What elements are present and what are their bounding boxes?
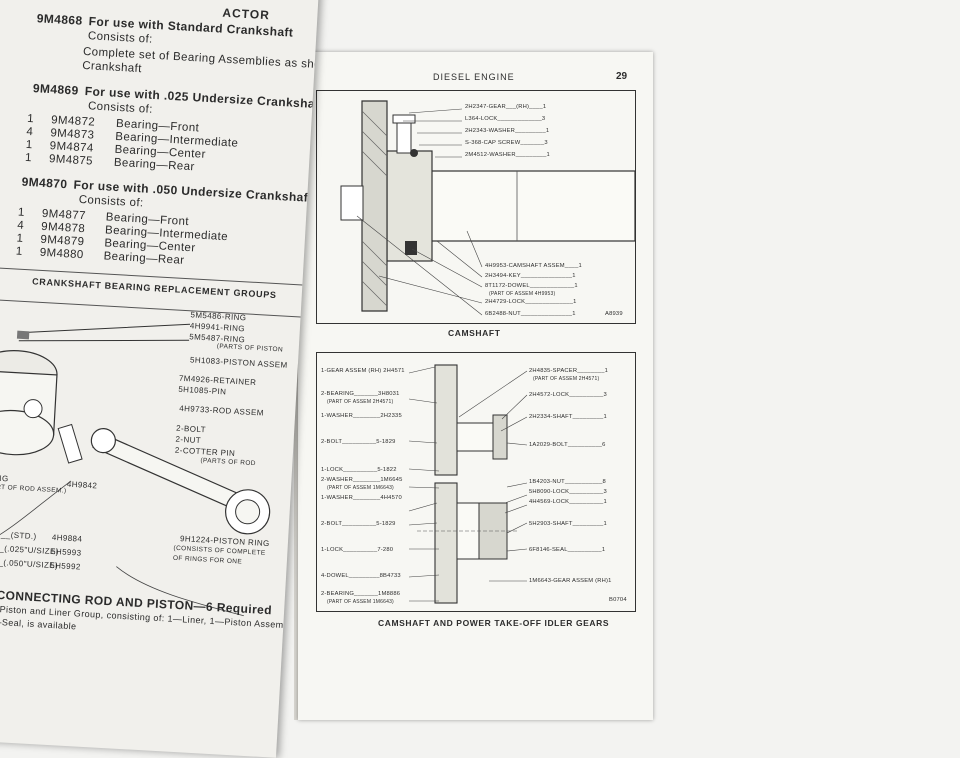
group3-qty-2: 4 [16, 219, 25, 232]
camshaft-label-2: L364-LOCK_____________3 [465, 116, 546, 122]
callout-24: 5H5992 [50, 560, 81, 572]
group2-part-1: 9M4872 [50, 114, 96, 129]
camshaft-label-5: 2M4512-WASHER_________1 [465, 152, 550, 158]
group3-part: 9M4870 [21, 174, 68, 192]
group3-consists: Consists of: [78, 193, 144, 210]
idler-label-l1: 1-GEAR ASSEM (RH) 2H4571 [321, 368, 405, 374]
camshaft-label-7: 2H3494-KEY_______________1 [485, 273, 576, 279]
right-page: DIESEL ENGINE 29 2H2347-GEAR___(RH)____1 [298, 52, 653, 720]
callout-20: 4H9884 [51, 532, 83, 544]
idler-label-r10: 6F8146-SEAL__________1 [529, 547, 606, 553]
idler-label-l7: 2-WASHER________1M6645 [321, 477, 403, 483]
idler-label-r5: 1A2029-BOLT__________6 [529, 442, 606, 448]
camshaft-label-3: 2H2343-WASHER_________1 [465, 128, 550, 134]
camshaft-label-10: 2H4729-LOCK______________1 [485, 299, 577, 305]
group2-qty-2: 4 [26, 125, 34, 139]
idler-label-l10: 2-BOLT__________5-1829 [321, 521, 396, 527]
idler-figure-code: B0704 [609, 597, 627, 603]
idler-label-r1: 2H4835-SPACER________1 [529, 368, 609, 374]
idler-label-l9: 1-WASHER________4H4570 [321, 495, 402, 501]
group1-line2: Crankshaft [81, 59, 143, 76]
callout-15: 4H9842 [66, 479, 98, 491]
group2-part: 9M4869 [32, 81, 80, 98]
idler-label-l13: 2-BEARING_______1M8886 [321, 591, 401, 597]
callout-9: 2-BOLT [175, 423, 207, 435]
idler-label-l11: 1-LOCK__________7-280 [321, 547, 394, 553]
callout-13: USHING [0, 472, 9, 484]
idler-gears-figure-frame: 1-GEAR ASSEM (RH) 2H4571 2-BEARING______… [316, 352, 636, 612]
idler-label-l4: 1-WASHER________2H2335 [321, 413, 402, 419]
group2-consists: Consists of: [87, 100, 154, 116]
group3-qty-4: 1 [15, 245, 23, 258]
camshaft-caption: CAMSHAFT [448, 328, 501, 338]
idler-label-r3: 2H4572-LOCK__________3 [529, 392, 607, 398]
camshaft-figure-code: A8939 [605, 311, 623, 317]
page-header: DIESEL ENGINE [433, 72, 515, 82]
page-number: 29 [616, 71, 628, 82]
group1-part: 9M4868 [36, 11, 83, 28]
camshaft-label-4: S-368-CAP SCREW_______3 [465, 140, 548, 146]
idler-label-l14: (PART OF ASSEM 1M6643) [327, 599, 394, 605]
camshaft-label-9: (PART OF ASSEM 4H9953) [489, 291, 556, 297]
idler-label-r9: 5H2903-SHAFT_________1 [529, 521, 607, 527]
group3-part-1: 9M4877 [41, 207, 87, 223]
idler-label-r8: 4H4569-LOCK__________1 [529, 499, 607, 505]
group3-part-2: 9M4878 [40, 220, 86, 236]
idler-label-r6: 1B4203-NUT___________8 [529, 479, 606, 485]
left-page-header: ACTOR [222, 5, 271, 23]
idler-label-l3: (PART OF ASSEM 2H4571) [327, 399, 394, 405]
group2-qty-4: 1 [24, 151, 33, 165]
camshaft-drawing [340, 100, 636, 316]
callout-10: 2-NUT [175, 434, 202, 446]
idler-label-r11: 1M6643-GEAR ASSEM (RH)1 [529, 578, 612, 584]
camshaft-label-8: 8T1172-DOWEL_____________1 [485, 283, 578, 289]
group3-part-4: 9M4880 [39, 246, 84, 262]
idler-label-r4: 2H2334-SHAFT_________1 [529, 414, 607, 420]
idler-gears-caption: CAMSHAFT AND POWER TAKE-OFF IDLER GEARS [378, 618, 610, 628]
idler-label-r7: 5H8090-LOCK__________3 [529, 489, 607, 495]
camshaft-label-6: 4H9953-CAMSHAFT ASSEM____1 [485, 263, 582, 269]
idler-label-l6: 1-LOCK__________5-1822 [321, 467, 397, 473]
idler-label-l12: 4-DOWEL_________8B4733 [321, 573, 401, 579]
group2-part-2: 9M4873 [50, 127, 95, 142]
idler-label-l5: 2-BOLT__________5-1829 [321, 439, 396, 445]
group2-qty-3: 1 [25, 138, 33, 152]
left-page: ACTOR 9M4868 For use with Standard Crank… [0, 0, 320, 758]
camshaft-label-1: 2H2347-GEAR___(RH)____1 [465, 104, 547, 110]
camshaft-figure-frame: 2H2347-GEAR___(RH)____1 L364-LOCK_______… [316, 90, 636, 324]
callout-22: 5H5993 [50, 546, 82, 558]
piston-rod-drawing [0, 323, 271, 617]
group3-qty-1: 1 [17, 206, 26, 219]
group3-part-3: 9M4879 [40, 233, 85, 249]
group1-consists: Consists of: [87, 30, 154, 46]
camshaft-label-11: 6B2488-NUT_______________1 [485, 311, 576, 317]
group2-qty-1: 1 [26, 112, 35, 126]
idler-label-l8: (PART OF ASSEM 1M6643) [327, 485, 394, 491]
idler-gears-drawing [408, 364, 528, 604]
group2-part-3: 9M4874 [49, 140, 94, 155]
group2-part-4: 9M4875 [48, 153, 94, 168]
group3-qty-3: 1 [16, 232, 24, 245]
idler-label-l2: 2-BEARING_______3H8031 [321, 391, 400, 397]
section-title: CRANKSHAFT BEARING REPLACEMENT GROUPS [31, 276, 277, 301]
idler-label-r2: (PART OF ASSEM 2H4571) [533, 376, 600, 382]
